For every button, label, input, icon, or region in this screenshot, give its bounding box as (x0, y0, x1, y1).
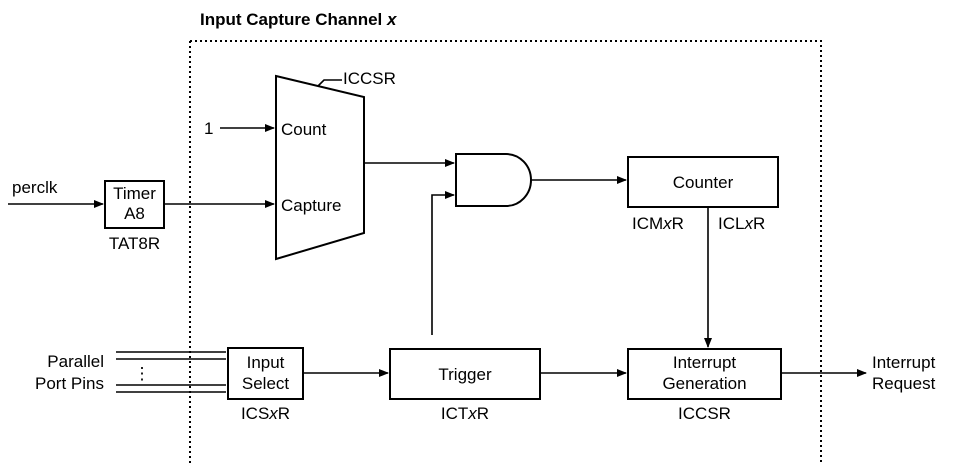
perclk-label: perclk (12, 178, 58, 197)
input-select-block (227, 347, 304, 400)
interrupt-generation-block (627, 348, 782, 400)
timer-label-line2: A8 (124, 204, 145, 223)
port-pins-ellipsis: ⋮ (134, 364, 151, 383)
mux-reg-tick (317, 79, 342, 87)
mux-register-label: ICCSR (343, 69, 396, 88)
interrupt-request-label-line1: Interrupt (872, 353, 936, 372)
interrupt-generation-register-label: ICCSR (678, 404, 731, 423)
counter-label: Counter (673, 173, 734, 192)
mux-capture-label: Capture (281, 196, 341, 215)
mux-block (275, 74, 365, 261)
counter-block (627, 156, 779, 208)
timer-register-label: TAT8R (109, 234, 160, 253)
trigger-register-label: ICTxR (441, 404, 489, 423)
count-input-value: 1 (204, 119, 213, 138)
interrupt-request-label-line2: Request (872, 374, 936, 393)
timer-block (104, 180, 165, 229)
input-select-register-label: ICSxR (241, 404, 290, 423)
timer-label-line1: Timer (113, 184, 156, 203)
interrupt-generation-label-line1: Interrupt (673, 353, 737, 372)
channel-boundary (189, 40, 822, 464)
trigger-to-gate-arrow (431, 191, 455, 335)
counter-register-m: ICMxR (632, 214, 684, 233)
counter-register-l: ICLxR (718, 214, 765, 233)
channel-title: Input Capture Channel x (200, 10, 398, 29)
and-gate (455, 153, 532, 207)
interrupt-generation-label-line2: Generation (662, 374, 746, 393)
trigger-label: Trigger (438, 365, 492, 384)
input-select-label-line1: Input (247, 353, 285, 372)
parallel-label: Parallel (47, 352, 104, 371)
trigger-block (389, 348, 541, 400)
input-select-label-line2: Select (242, 374, 290, 393)
port-pins-label: Port Pins (35, 374, 104, 393)
mux-count-label: Count (281, 120, 327, 139)
